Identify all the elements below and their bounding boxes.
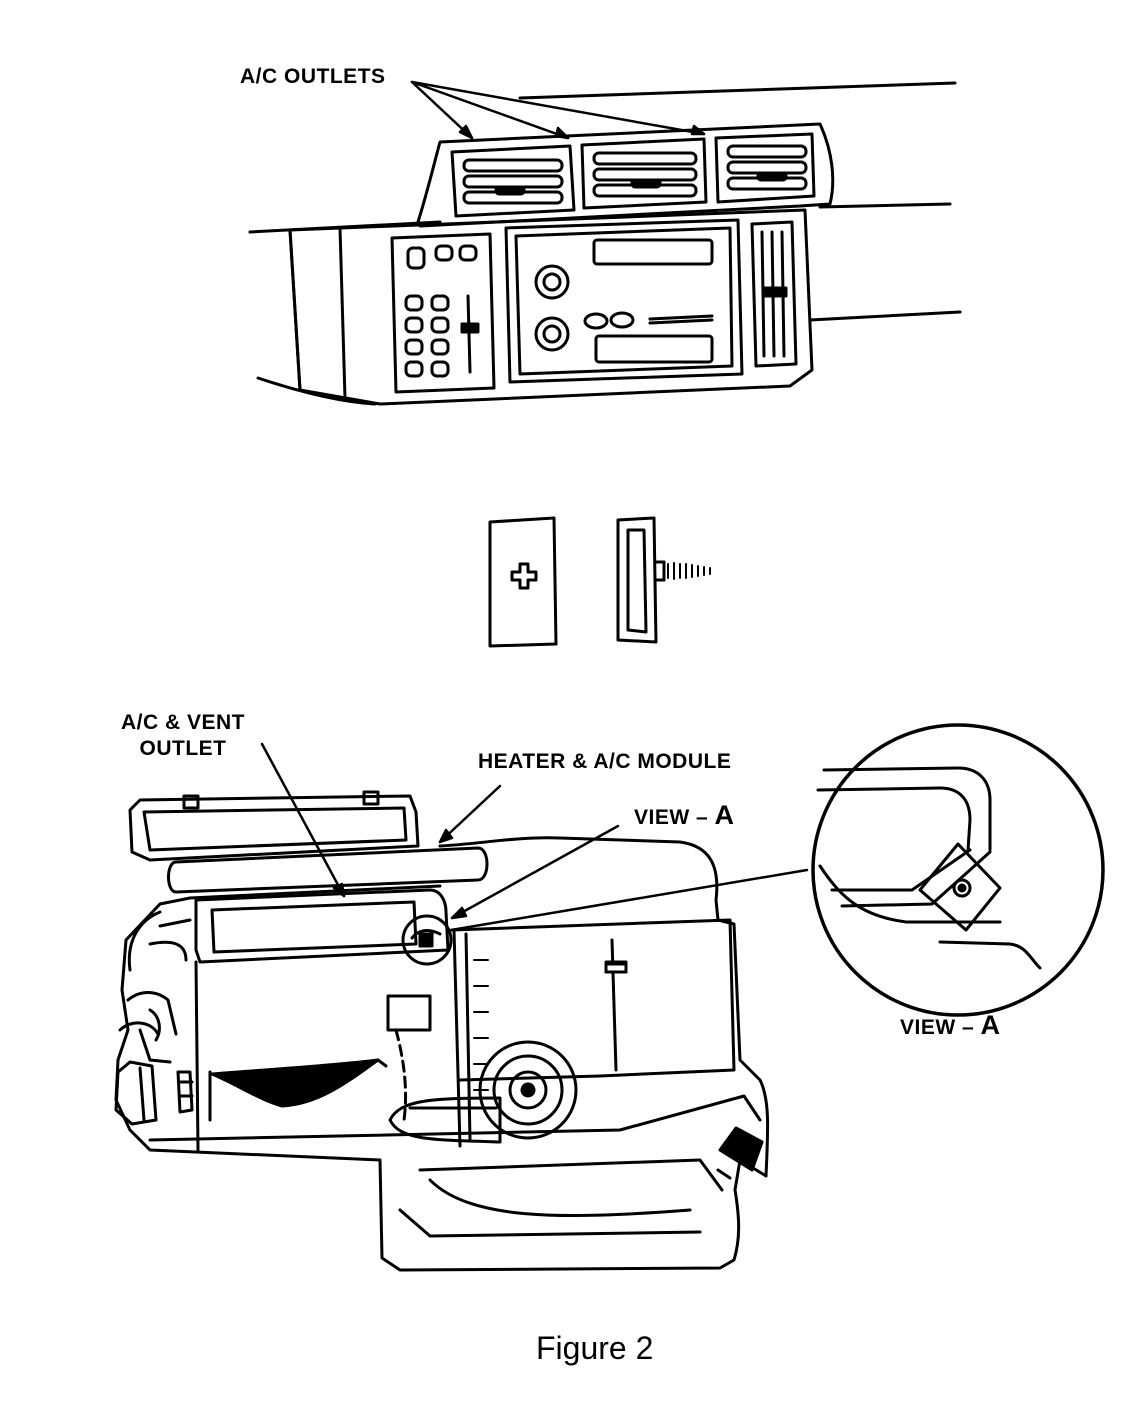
radio-unit (506, 220, 742, 382)
ac-vent-outlet-label-line1: A/C & VENT (120, 711, 245, 734)
view-a-label-detail: VIEW – A (900, 1010, 1001, 1041)
retaining-clip-drawing (490, 518, 710, 646)
instrument-panel-drawing (250, 82, 960, 404)
ac-vent-outlet-label-line2: OUTLET (139, 737, 227, 760)
figure-caption: Figure 2 (536, 1330, 654, 1366)
view-a-detail (813, 725, 1103, 1015)
ac-outlet-right (716, 134, 814, 202)
view-a-label-detail-letter: A (980, 1010, 1001, 1040)
heater-module-label: HEATER & A/C MODULE (478, 750, 732, 773)
clip-tab (920, 844, 1000, 930)
ac-outlet-left (452, 146, 574, 216)
climate-button-pad (392, 234, 494, 392)
view-a-label-module-letter: A (714, 800, 735, 830)
side-vent (752, 222, 796, 366)
ac-outlets-leader-lines (412, 82, 704, 138)
view-a-label-module-prefix: VIEW – (634, 806, 709, 829)
ac-outlets-label: A/C OUTLETS (240, 65, 386, 88)
view-a-label-detail-prefix: VIEW – (900, 1016, 975, 1039)
ac-vent-outlet-label: A/C & VENT OUTLET (104, 710, 262, 762)
ac-outlet-center (582, 139, 706, 208)
view-a-label-module: VIEW – A (634, 800, 735, 831)
view-a-callout-circle (403, 916, 451, 964)
heater-module-drawing (116, 744, 807, 1270)
module-leader-lines (262, 744, 807, 930)
